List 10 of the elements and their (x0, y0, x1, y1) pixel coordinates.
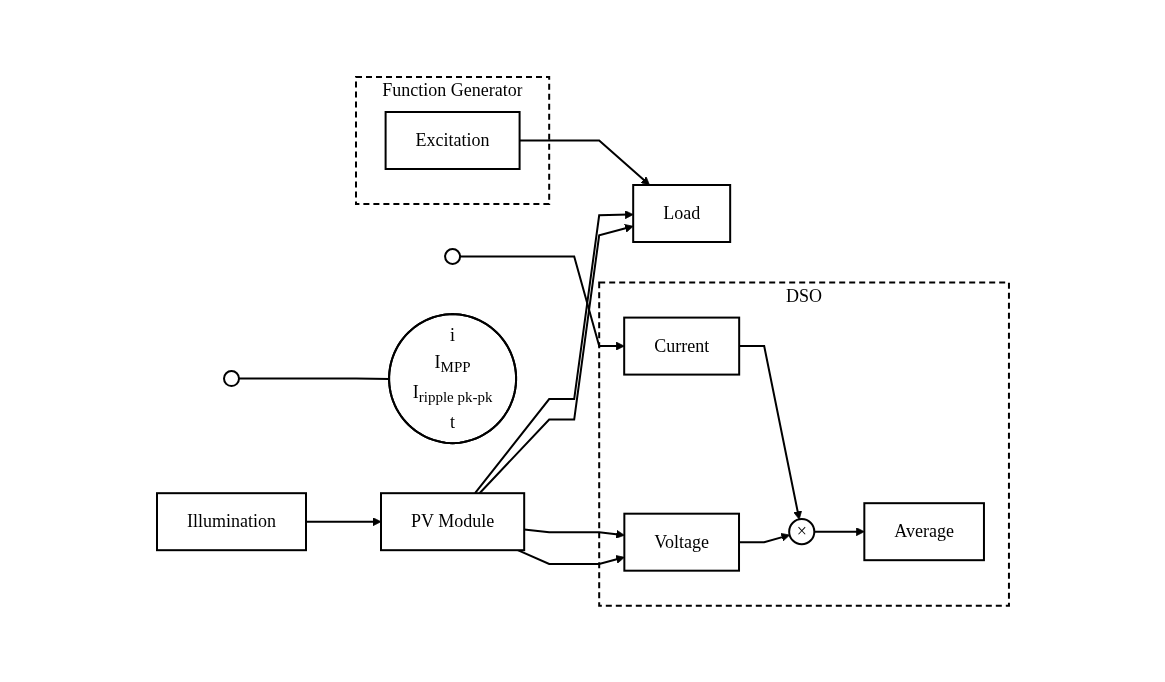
node-box: Current (622, 316, 740, 376)
node-circle (443, 247, 461, 265)
node-box: Average (862, 501, 985, 561)
node-box: Voltage (622, 512, 740, 572)
node-box: Excitation (384, 110, 521, 170)
node-circle: × (787, 517, 815, 545)
node-circle (222, 369, 240, 387)
node-box: Load (631, 183, 731, 243)
node-box: Illumination (155, 491, 307, 551)
node-box: PV Module (379, 491, 525, 551)
